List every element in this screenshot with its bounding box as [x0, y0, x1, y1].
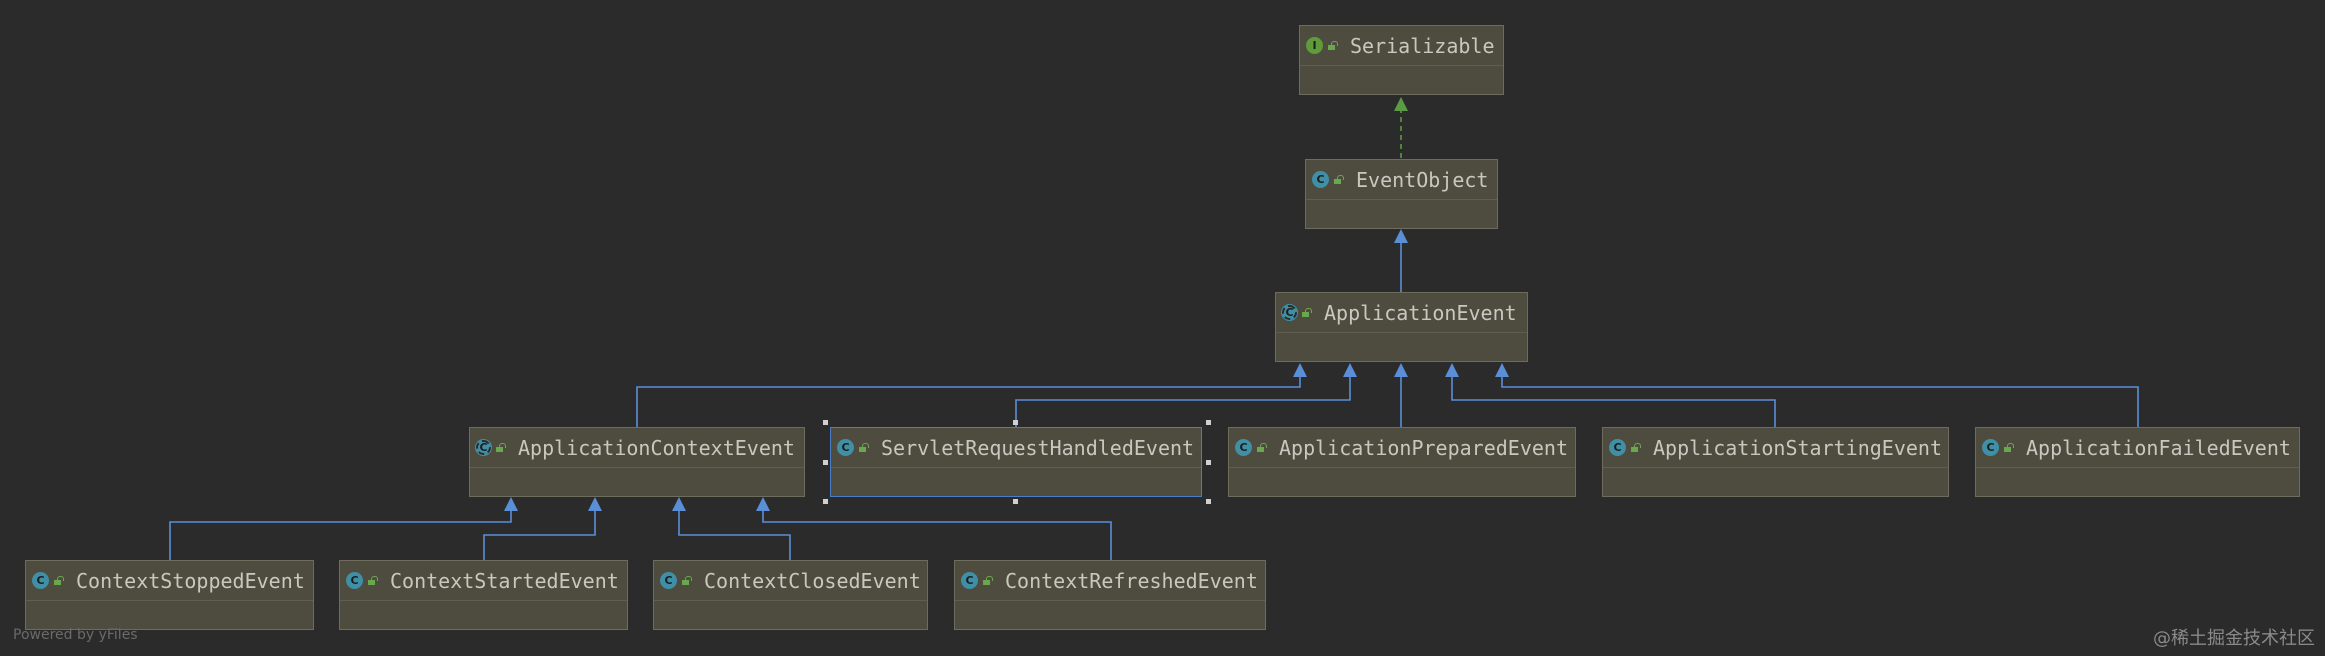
public-access-icon — [1334, 175, 1344, 184]
node-contextclosedevent[interactable]: C ContextClosedEvent — [653, 560, 928, 630]
class-icon: C — [346, 572, 363, 589]
watermark: @稀土掘金技术社区 — [2153, 628, 2315, 649]
public-access-icon — [54, 576, 64, 585]
public-access-icon — [1631, 443, 1641, 452]
public-access-icon — [983, 576, 993, 585]
public-access-icon — [496, 443, 506, 452]
node-applicationevent[interactable]: C ApplicationEvent — [1275, 292, 1528, 362]
edge-servletrequesthandledevent-applicationevent — [1015, 375, 1351, 427]
node-label: ApplicationFailedEvent — [2026, 435, 2291, 460]
node-contextrefreshedevent[interactable]: C ContextRefreshedEvent — [954, 560, 1266, 630]
selection-handle[interactable] — [1206, 420, 1211, 425]
edge-contextstoppedevent-applicationcontextevent — [169, 509, 512, 560]
class-icon: C — [1609, 439, 1626, 456]
public-access-icon — [368, 576, 378, 585]
class-icon: C — [837, 439, 854, 456]
class-icon: C — [32, 572, 49, 589]
arrowhead-ace-3 — [672, 497, 686, 511]
node-servletrequesthandledevent[interactable]: C ServletRequestHandledEvent — [830, 427, 1202, 497]
arrowhead-ae-1 — [1293, 363, 1307, 377]
node-eventobject[interactable]: C EventObject — [1305, 159, 1498, 229]
interface-icon: I — [1306, 37, 1323, 54]
edge-applicationcontextevent-applicationevent — [636, 375, 1301, 427]
arrowhead-ace-2 — [588, 497, 602, 511]
selection-handle[interactable] — [823, 460, 828, 465]
node-contextstoppedevent[interactable]: C ContextStoppedEvent — [25, 560, 314, 630]
public-access-icon — [2004, 443, 2014, 452]
class-icon: C — [660, 572, 677, 589]
class-icon: C — [1982, 439, 1999, 456]
arrowhead-eventobject — [1394, 229, 1408, 243]
arrowhead-ace-1 — [504, 497, 518, 511]
node-applicationfailedevent[interactable]: C ApplicationFailedEvent — [1975, 427, 2300, 497]
public-access-icon — [859, 443, 869, 452]
selection-handle[interactable] — [1206, 499, 1211, 504]
arrowhead-ae-2 — [1343, 363, 1357, 377]
edge-contextclosedevent-applicationcontextevent — [678, 509, 791, 560]
node-applicationpreparedevent[interactable]: C ApplicationPreparedEvent — [1228, 427, 1576, 497]
selection-handle[interactable] — [823, 420, 828, 425]
node-label: ContextClosedEvent — [704, 568, 921, 593]
node-label: EventObject — [1356, 167, 1489, 192]
selection-handle[interactable] — [1013, 499, 1018, 504]
edge-contextrefreshedevent-applicationcontextevent — [762, 509, 1112, 560]
node-label: ApplicationEvent — [1324, 300, 1517, 325]
public-access-icon — [1328, 41, 1338, 50]
node-applicationcontextevent[interactable]: C ApplicationContextEvent — [469, 427, 805, 497]
arrowhead-ace-4 — [756, 497, 770, 511]
node-label: ContextStoppedEvent — [76, 568, 305, 593]
abstract-class-icon: C — [475, 439, 492, 456]
arrowhead-ae-3 — [1394, 363, 1408, 377]
selection-handle[interactable] — [1206, 460, 1211, 465]
powered-by-label: Powered by yFiles — [13, 627, 138, 643]
edge-applicationfailedevent-applicationevent — [1501, 375, 2139, 427]
node-label: ApplicationPreparedEvent — [1279, 435, 1568, 460]
node-label: ServletRequestHandledEvent — [881, 435, 1195, 460]
public-access-icon — [1302, 308, 1312, 317]
edge-applicationstartingevent-applicationevent — [1451, 375, 1776, 427]
node-label: ApplicationStartingEvent — [1653, 435, 1942, 460]
node-applicationstartingevent[interactable]: C ApplicationStartingEvent — [1602, 427, 1949, 497]
public-access-icon — [1257, 443, 1267, 452]
node-serializable[interactable]: I Serializable — [1299, 25, 1504, 95]
class-icon: C — [1235, 439, 1252, 456]
node-label: ContextStartedEvent — [390, 568, 619, 593]
class-icon: C — [961, 572, 978, 589]
node-label: Serializable — [1350, 33, 1495, 58]
selection-handle[interactable] — [823, 499, 828, 504]
public-access-icon — [682, 576, 692, 585]
node-label: ApplicationContextEvent — [518, 435, 795, 460]
arrowhead-ae-5 — [1495, 363, 1509, 377]
node-contextstartedevent[interactable]: C ContextStartedEvent — [339, 560, 628, 630]
edge-contextstartedevent-applicationcontextevent — [483, 509, 596, 560]
class-icon: C — [1312, 171, 1329, 188]
arrowhead-serializable — [1394, 97, 1408, 111]
selection-handle[interactable] — [1013, 420, 1018, 425]
node-label: ContextRefreshedEvent — [1005, 568, 1258, 593]
abstract-class-icon: C — [1281, 304, 1298, 321]
arrowhead-ae-4 — [1445, 363, 1459, 377]
